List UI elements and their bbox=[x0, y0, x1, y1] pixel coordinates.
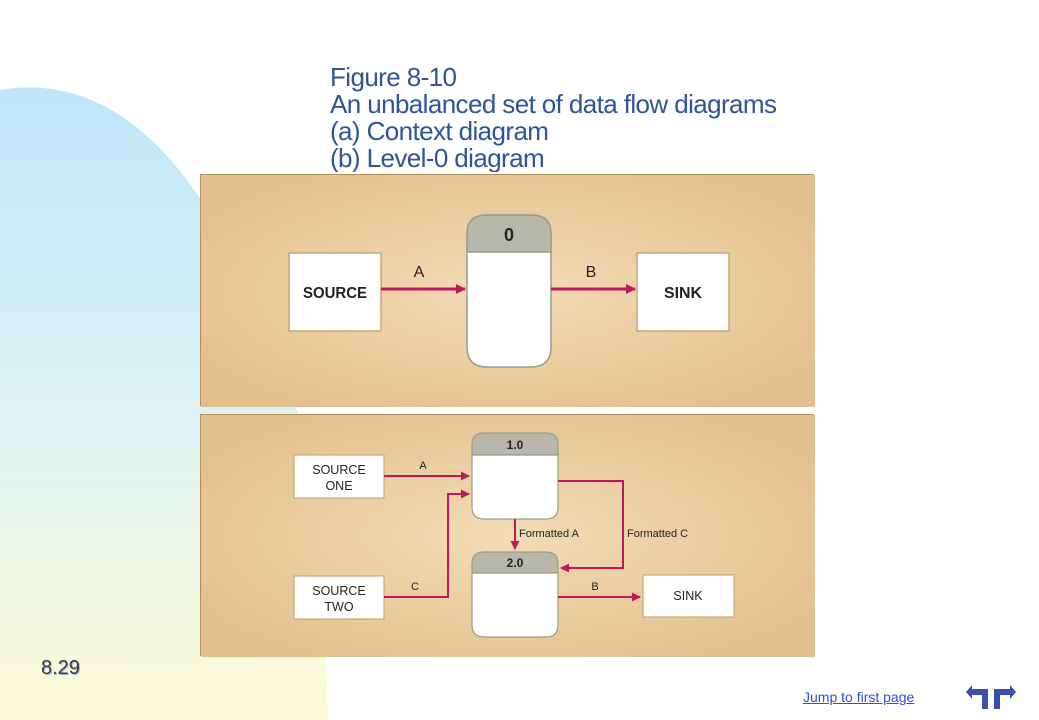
level0-diagram-panel: SOURCE ONE SOURCE TWO SINK 1.0 2.0 A bbox=[200, 414, 815, 657]
flow-a-label: A bbox=[414, 264, 425, 281]
prev-slide-button[interactable] bbox=[964, 681, 992, 713]
process-2-0-body bbox=[471, 572, 559, 638]
flow-b-label: B bbox=[591, 581, 598, 593]
source-label: SOURCE bbox=[303, 285, 367, 302]
sink-label: SINK bbox=[664, 285, 702, 302]
context-diagram: SOURCE 0 SINK A B bbox=[201, 175, 815, 407]
process-2-0-header bbox=[471, 551, 559, 574]
title-line-level0: (b) Level-0 diagram bbox=[330, 143, 545, 172]
arrow-right-icon bbox=[994, 685, 1016, 709]
title-line-caption: An unbalanced set of data flow diagrams bbox=[330, 89, 777, 119]
source-one-label-line2: ONE bbox=[325, 479, 352, 493]
source-two-entity: SOURCE TWO bbox=[293, 575, 385, 620]
context-diagram-panel: SOURCE 0 SINK A B bbox=[200, 174, 815, 407]
sink-label: SINK bbox=[673, 589, 703, 603]
flow-b-label: B bbox=[586, 264, 597, 281]
sink-entity: SINK bbox=[642, 574, 735, 618]
title-line-context: (a) Context diagram bbox=[330, 116, 549, 146]
slide-number: 8.29 bbox=[41, 657, 80, 679]
process-0-body bbox=[466, 251, 552, 368]
flow-formatted-c-label: Formatted C bbox=[627, 528, 688, 540]
process-2-0: 2.0 bbox=[471, 551, 559, 638]
flow-a-label: A bbox=[419, 460, 427, 472]
source-two-label-line2: TWO bbox=[324, 600, 353, 614]
source-one-entity: SOURCE ONE bbox=[293, 454, 385, 499]
process-0: 0 bbox=[466, 214, 552, 368]
flow-formatted-a-label: Formatted A bbox=[519, 528, 580, 540]
flow-formatted-c-arrow bbox=[558, 480, 624, 573]
process-2-0-id: 2.0 bbox=[507, 556, 524, 570]
figure-title: Figure 8-10 An unbalanced set of data fl… bbox=[330, 64, 776, 172]
process-1-0: 1.0 bbox=[471, 432, 559, 520]
process-1-0-id: 1.0 bbox=[507, 438, 524, 452]
flow-c-arrow bbox=[384, 489, 470, 598]
source-two-label-line1: SOURCE bbox=[312, 584, 365, 598]
arrow-left-icon bbox=[966, 685, 988, 709]
process-1-0-header bbox=[471, 432, 559, 456]
process-0-header bbox=[466, 214, 552, 253]
process-0-id: 0 bbox=[504, 225, 514, 245]
slide-navigation bbox=[964, 681, 1020, 713]
level0-diagram: SOURCE ONE SOURCE TWO SINK 1.0 2.0 A bbox=[201, 415, 815, 657]
sink-entity: SINK bbox=[636, 252, 730, 332]
source-entity: SOURCE bbox=[288, 252, 382, 332]
source-one-label-line1: SOURCE bbox=[312, 463, 365, 477]
flow-c-label: C bbox=[411, 581, 419, 593]
jump-to-first-page-link[interactable]: Jump to first page bbox=[803, 689, 915, 705]
title-line-figure-number: Figure 8-10 bbox=[330, 64, 457, 92]
next-slide-button[interactable] bbox=[992, 681, 1020, 713]
process-1-0-body bbox=[471, 454, 559, 520]
